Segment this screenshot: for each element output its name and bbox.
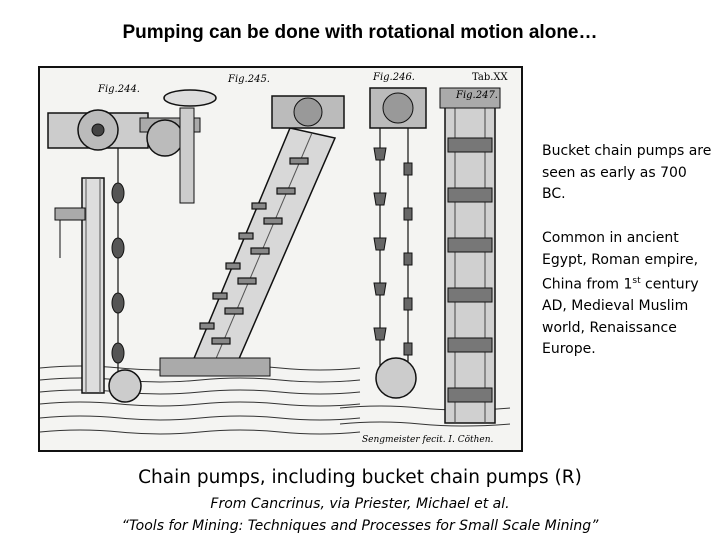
plate-label: Tab.XX <box>472 72 509 83</box>
source-book-title: “Tools for Mining: Techniques and Proces… <box>121 518 599 534</box>
fig-247-tower <box>439 87 501 424</box>
fig-label-247: Fig.247. <box>455 90 498 101</box>
source-credit: From Cancrinus, via Priester, Michael et… <box>210 496 510 512</box>
fig-label-246: Fig.246. <box>372 72 415 83</box>
fig-label-245: Fig.245. <box>227 74 270 85</box>
ordinal-suffix: st <box>632 276 641 286</box>
figure-caption: Chain pumps, including bucket chain pump… <box>138 467 582 488</box>
fig-246-bucket-chain <box>369 87 427 399</box>
fig-244-pump <box>47 89 217 403</box>
fig-245-inclined-pump <box>159 95 345 377</box>
water-surface <box>40 365 511 435</box>
side-note-history-end: century AD, Medieval Muslim world, Renai… <box>542 276 699 358</box>
slide-title: Pumping can be done with rotational moti… <box>122 22 598 43</box>
fig-label-244: Fig.244. <box>97 84 140 95</box>
side-note-history-start: Common in ancient Egypt, Roman empire, C… <box>542 230 699 293</box>
engraver-signature: Sengmeister fecit. I. Cöthen. <box>362 435 494 445</box>
side-note-origin: Bucket chain pumps are seen as early as … <box>542 143 712 202</box>
chain-pump-engraving: Fig.244. Fig.245. Fig.246. Fig.247. Tab.… <box>38 66 523 452</box>
side-note-history: Common in ancient Egypt, Roman empire, C… <box>542 228 714 361</box>
